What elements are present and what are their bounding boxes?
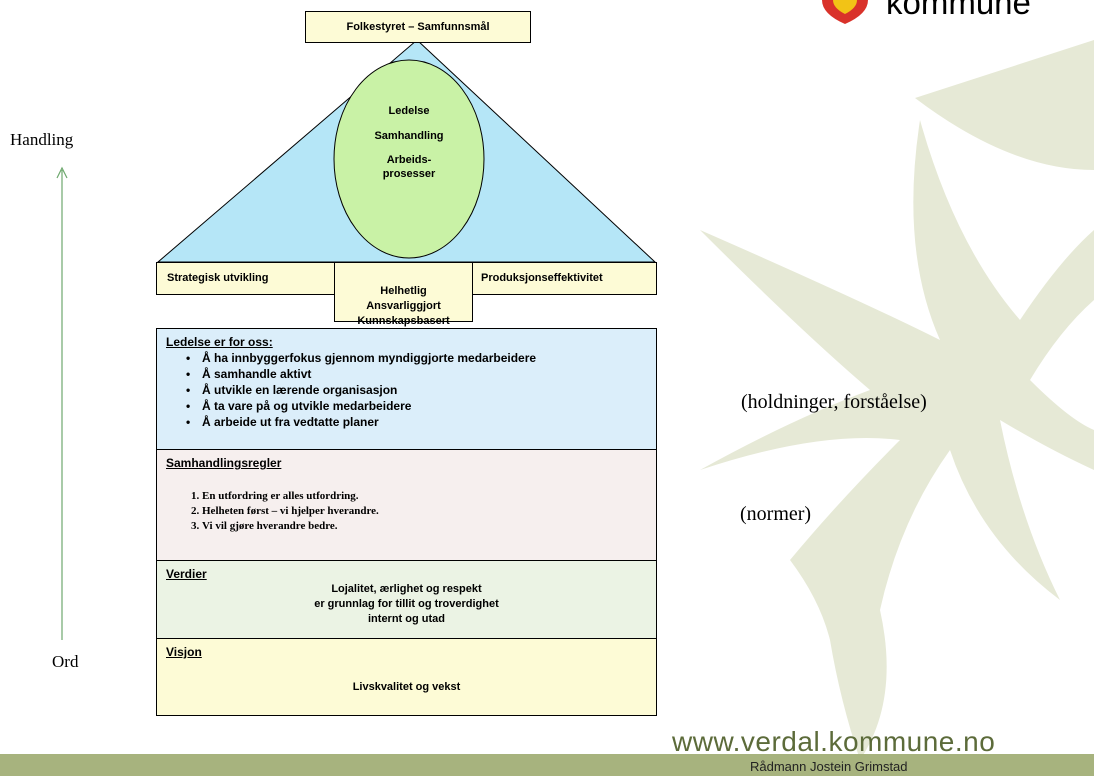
helhetlig-box: Helhetlig Ansvarliggjort Kunnskapsbasert: [334, 262, 473, 327]
visjon-title: Visjon: [166, 645, 202, 659]
visjon-section: Visjon Livskvalitet og vekst: [156, 638, 657, 716]
ellipse-line-arbeidsprosesser: Arbeids- prosesser: [382, 154, 436, 180]
verdier-section: Verdier Lojalitet, ærlighet og respekt e…: [156, 560, 657, 639]
samhandling-list: En utfordring er alles utfordring. Helhe…: [166, 489, 656, 534]
produksjon-box: Produksjonseffektivitet: [472, 262, 657, 295]
helhetlig-text: Helhetlig Ansvarliggjort Kunnskapsbasert: [357, 285, 450, 327]
core-ellipse: [333, 59, 485, 259]
produksjon-text: Produksjonseffektivitet: [481, 272, 603, 284]
list-item: Helheten først – vi hjelper hverandre.: [202, 504, 656, 519]
visjon-text: Livskvalitet og vekst: [352, 681, 461, 693]
ellipse-line-samhandling: Samhandling: [374, 130, 444, 142]
heart-logo-icon: [822, 0, 868, 24]
folkestyret-box: Folkestyret – Samfunnsmål: [305, 11, 531, 43]
list-item: Å samhandle aktivt: [186, 366, 656, 382]
author-text: Rådmann Jostein Grimstad: [750, 759, 908, 774]
ledelse-list: Å ha innbyggerfokus gjennom myndiggjorte…: [166, 350, 656, 430]
folkestyret-text: Folkestyret – Samfunnsmål: [346, 21, 490, 33]
ellipse-line-ledelse: Ledelse: [388, 105, 430, 117]
handling-arrow-head-icon: [56, 166, 68, 179]
normer-annotation: (normer): [740, 503, 812, 525]
list-item: Å arbeide ut fra vedtatte planer: [186, 414, 656, 430]
verdier-text: Lojalitet, ærlighet og respekt er grunnl…: [314, 583, 499, 625]
watermark-shape: [915, 40, 1094, 170]
samhandling-section: Samhandlingsregler En utfordring er alle…: [156, 449, 657, 561]
handling-label: Handling: [10, 130, 74, 149]
list-item: Å ha innbyggerfokus gjennom myndiggjorte…: [186, 350, 656, 366]
strategisk-text: Strategisk utvikling: [167, 272, 269, 284]
list-item: Å utvikle en lærende organisasjon: [186, 382, 656, 398]
ord-label: Ord: [52, 652, 79, 671]
ledelse-section: Ledelse er for oss: Å ha innbyggerfokus …: [156, 328, 657, 450]
ellipse-text: Ledelse Samhandling Arbeids- prosesser: [345, 104, 473, 181]
strategisk-box: Strategisk utvikling: [156, 262, 335, 295]
footer-band: [0, 754, 1094, 776]
leaf-watermark: [700, 40, 1094, 760]
verdier-title: Verdier: [166, 567, 207, 581]
watermark-shape: [700, 120, 1094, 760]
logo-text: kommune: [886, 0, 1031, 21]
list-item: En utfordring er alles utfordring.: [202, 489, 656, 504]
website-url: www.verdal.kommune.no: [672, 726, 996, 757]
holdninger-annotation: (holdninger, forståelse): [741, 391, 927, 413]
list-item: Vi vil gjøre hverandre bedre.: [202, 519, 656, 534]
list-item: Å ta vare på og utvikle medarbeidere: [186, 398, 656, 414]
ledelse-title: Ledelse er for oss:: [166, 335, 273, 349]
samhandling-title: Samhandlingsregler: [166, 456, 282, 470]
